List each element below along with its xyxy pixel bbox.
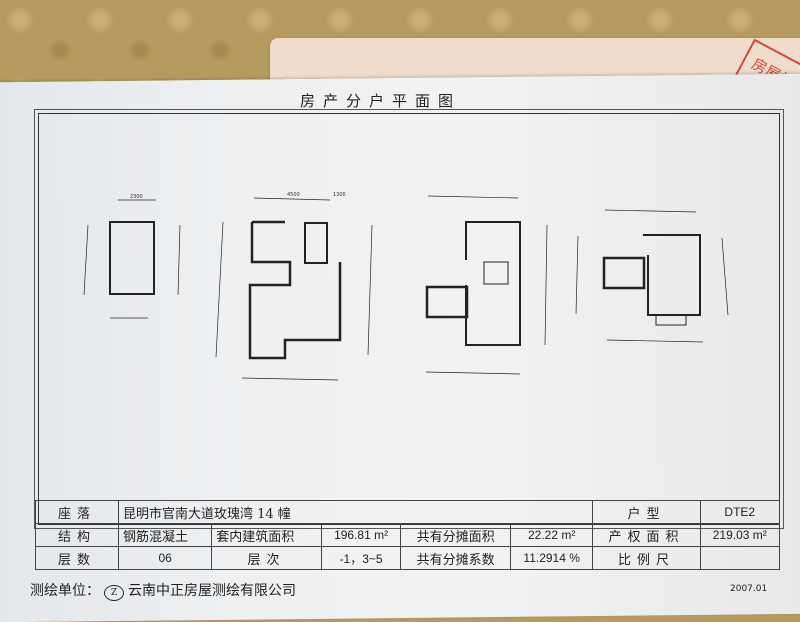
label-scale: 比例尺 [592,546,701,570]
svg-text:1300: 1300 [333,192,346,198]
company-name: 云南中正房屋测绘有限公司 [128,583,296,599]
survey-date: 2007.01 [730,584,768,594]
value-scale [699,546,781,570]
plan-basement: 2300 [83,194,181,319]
label-unit-type: 户型 [592,500,701,524]
value-floors: 06 [117,546,213,570]
page-title: 房产分户平面图 [300,92,462,110]
label-shared-coefficient: 共有分摊系数 [400,546,511,570]
plan-floor-4 [425,195,548,375]
table-row: 层数 06 层次 -1，3~5 共有分摊系数 11.2914 % 比例尺 [35,546,781,570]
survey-unit-label: 测绘单位： [30,583,100,599]
company-logo-icon: Z [104,585,124,601]
plan-floor-3: 4500 1300 [215,192,373,381]
plan-floor-5 [575,209,729,343]
label-location: 座落 [35,500,119,524]
label-floors: 层数 [35,546,119,570]
svg-text:2300: 2300 [130,194,143,200]
value-structure: 钢筋混凝土 [117,523,213,547]
value-location: 昆明市官南大道玫瑰湾 14 幢 [117,500,594,524]
value-shared-area: 22.22 m² [509,523,594,547]
table-row: 座落 昆明市官南大道玫瑰湾 14 幢 户型 DTE2 [35,500,781,524]
svg-text:4500: 4500 [287,192,300,198]
value-title-area: 219.03 m² [699,523,781,547]
label-levels: 层次 [211,546,322,570]
value-unit-type: DTE2 [699,500,781,524]
label-structure: 结构 [35,523,119,547]
value-shared-coefficient: 11.2914 % [509,546,594,570]
table-row: 结构 钢筋混凝土 套内建筑面积 196.81 m² 共有分摊面积 22.22 m… [35,523,781,547]
label-title-area: 产权面积 [592,523,701,547]
value-levels: -1，3~5 [320,546,402,570]
floor-plans: 2300 4500 1300 [83,192,729,381]
property-info-table: 座落 昆明市官南大道玫瑰湾 14 幢 户型 DTE2 结构 钢筋混凝土 套内建筑… [35,500,781,570]
value-inner-area: 196.81 m² [320,523,402,547]
label-shared-area: 共有分摊面积 [400,523,511,547]
label-inner-area: 套内建筑面积 [211,523,322,547]
